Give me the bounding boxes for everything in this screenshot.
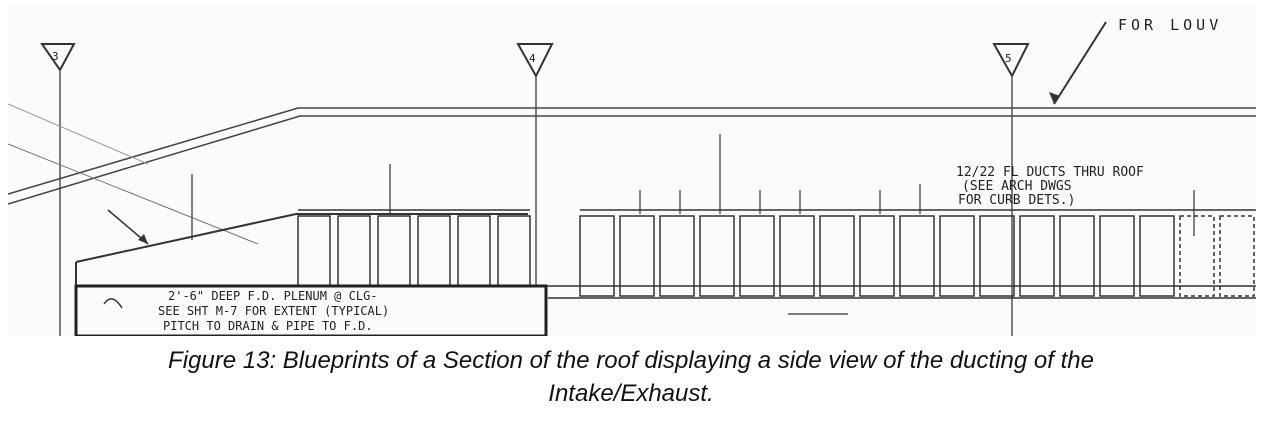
duct-note: 12/22 FL DUCTS THRU ROOF (SEE ARCH DWGS … [956,165,1144,208]
svg-text:FOR CURB DETS.): FOR CURB DETS.) [958,193,1075,208]
duct-group-right [579,209,1256,297]
caption-line-2: Intake/Exhaust. [548,380,714,407]
figure-caption: Figure 13: Blueprints of a Section of th… [0,344,1262,410]
svg-text:3: 3 [52,50,59,63]
roof-section-blueprint: 3 4 5 FOR LOUV [8,4,1256,336]
top-note-arrowhead [1049,92,1060,104]
grid-marker-3: 3 [40,43,76,336]
grid-marker-5: 5 [992,43,1030,336]
svg-text:PITCH TO DRAIN & PIPE TO F.D.: PITCH TO DRAIN & PIPE TO F.D. [163,319,373,333]
top-note: FOR LOUV [1118,16,1222,34]
svg-text:2'-6" DEEP F.D. PLENUM @ CLG-: 2'-6" DEEP F.D. PLENUM @ CLG- [168,289,378,303]
svg-text:12/22 FL DUCTS THRU ROOF: 12/22 FL DUCTS THRU ROOF [956,165,1144,180]
svg-text:4: 4 [529,52,536,65]
svg-text:(SEE ARCH DWGS: (SEE ARCH DWGS [962,179,1072,194]
top-note-leader [1053,21,1107,105]
dimension-arrows [191,134,1195,315]
caption-line-1: Figure 13: Blueprints of a Section of th… [168,347,1094,374]
svg-text:5: 5 [1005,52,1012,65]
svg-text:SEE SHT M-7 FOR EXTENT (TYPICA: SEE SHT M-7 FOR EXTENT (TYPICAL) [158,304,389,318]
plenum-note-box: 2'-6" DEEP F.D. PLENUM @ CLG- SEE SHT M-… [74,284,548,336]
roof-lines [8,103,1256,245]
